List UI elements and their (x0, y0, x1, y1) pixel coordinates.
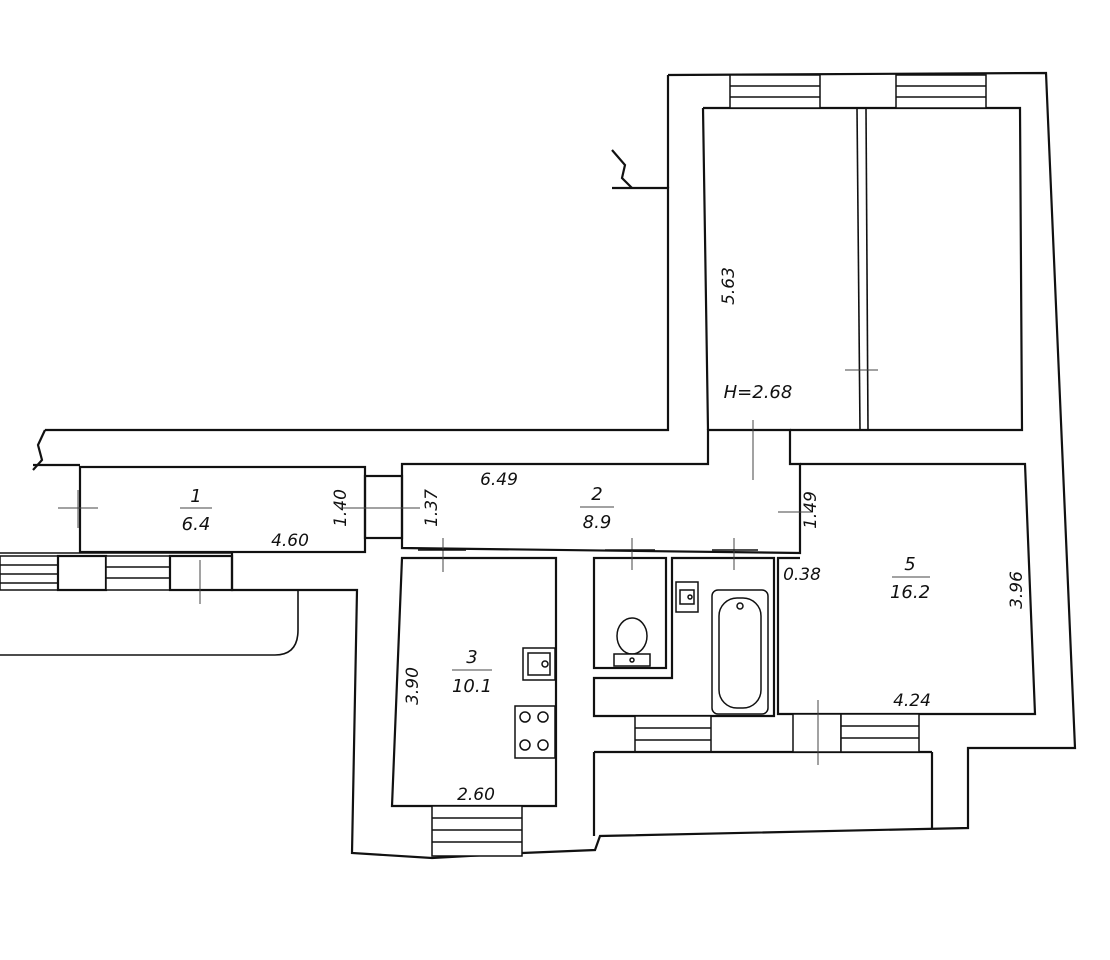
window-room-5 (840, 713, 920, 753)
room-1: 1 6.4 4.60 1.40 (58, 465, 367, 554)
north-rooms: 5.63 (701, 74, 1024, 432)
room-1-number: 1 (190, 486, 201, 507)
north-partition-inner (865, 107, 869, 431)
window-north-2 (895, 74, 987, 109)
room-5-offset: 0.38 (783, 565, 821, 585)
stove-burner-icon (519, 711, 531, 723)
room-5-length: 3.96 (1007, 571, 1027, 609)
north-room-length: 5.63 (719, 267, 739, 305)
entrance-area (0, 552, 234, 604)
room-3-length: 3.90 (403, 667, 423, 705)
window-entrance (105, 555, 171, 591)
room-2-area: 8.9 (583, 512, 612, 533)
wc-and-bath (592, 538, 934, 836)
landing-curve (0, 590, 299, 656)
window-room-3 (431, 805, 523, 857)
entrance-pier (56, 554, 108, 592)
room-5: 5 16.2 0.38 3.96 4.24 (776, 462, 1037, 765)
room-3: 3 10.1 3.90 2.60 (390, 538, 558, 857)
room-5-number: 5 (904, 554, 915, 575)
north-room-walls (701, 106, 1024, 432)
room-2-width-right: 1.49 (801, 491, 821, 529)
room-1-walls (78, 465, 367, 554)
outer-walls (0, 71, 1077, 860)
stove-burner-icon (519, 739, 531, 751)
room-5-width: 4.24 (893, 691, 931, 711)
bathtub-drain-icon (736, 602, 744, 610)
toilet-bowl-icon (616, 617, 648, 655)
room-3-number: 3 (466, 647, 477, 668)
washbasin-bowl-icon (679, 589, 695, 605)
window-north-1 (729, 74, 821, 109)
room-1-length: 4.60 (271, 531, 309, 551)
stove-burner-icon (537, 739, 549, 751)
room-2-walls (400, 428, 802, 555)
corridor-wall-top (45, 186, 670, 432)
room-3-walls (390, 556, 558, 808)
balcony-door (792, 713, 842, 753)
wall-break-top (611, 149, 633, 189)
toilet-walls (592, 556, 668, 670)
bath-walls (592, 556, 776, 718)
north-partition (856, 107, 861, 431)
room-3-width: 2.60 (457, 785, 495, 805)
toilet-flush-icon (629, 657, 635, 663)
ceiling-height: H=2.68 (724, 382, 793, 403)
sink-drain-icon (541, 660, 549, 668)
kitchen-sink-basin (527, 652, 551, 676)
room-2-width-left: 1.37 (422, 489, 442, 527)
washbasin-drain-icon (687, 594, 693, 600)
room-5-area: 16.2 (890, 582, 930, 603)
entrance-door-frame (168, 554, 234, 592)
exterior-wall-outline (230, 71, 1077, 860)
room-2-length: 6.49 (480, 470, 518, 490)
bathtub-inner-icon (718, 597, 762, 709)
room-2-number: 2 (591, 484, 602, 505)
room-2: 2 8.9 6.49 1.37 1.49 H=2.68 (340, 382, 821, 555)
room-3-area: 10.1 (452, 676, 492, 697)
window-bath (634, 715, 712, 753)
stair-flight (0, 555, 59, 591)
stove-burner-icon (537, 711, 549, 723)
passage-1-2 (363, 474, 404, 540)
room-1-area: 6.4 (182, 514, 211, 535)
